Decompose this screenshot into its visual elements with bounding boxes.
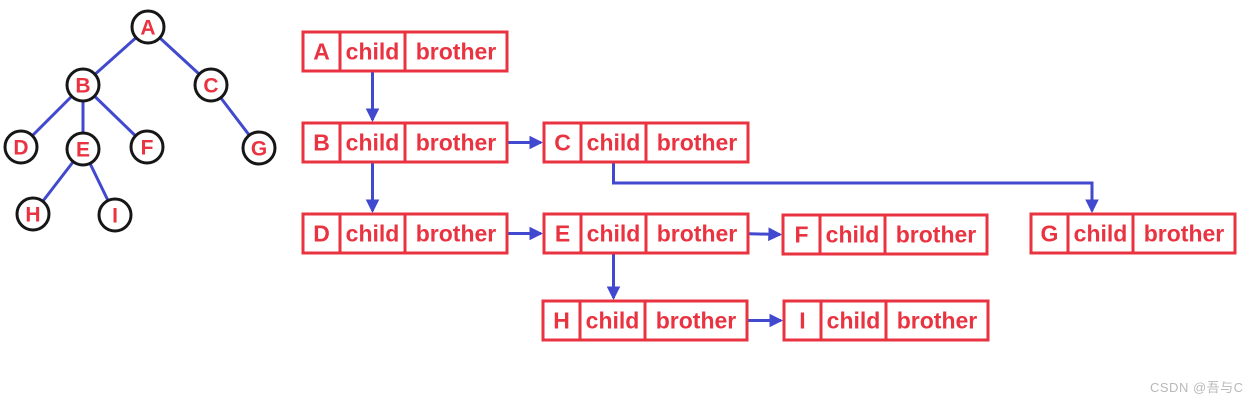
- tree-node-C: C: [193, 67, 229, 103]
- list-node-brother-cell-C: brother: [657, 130, 738, 156]
- tree-node-F: F: [129, 129, 165, 165]
- tree-node-A: A: [130, 9, 166, 45]
- pointer-links-layer: [365, 63, 1099, 328]
- list-node-letter-D: D: [313, 221, 330, 247]
- tree-node-label-B: B: [75, 75, 90, 98]
- list-node-child-cell-D: child: [346, 221, 400, 247]
- list-node-brother-cell-F: brother: [896, 222, 977, 248]
- list-node-brother-cell-D: brother: [416, 221, 497, 247]
- list-node-brother-cell-A: brother: [416, 39, 497, 65]
- list-node-letter-B: B: [313, 130, 330, 156]
- list-node-child-cell-I: child: [827, 308, 881, 334]
- tree-node-circle-E: [65, 131, 101, 167]
- tree-node-I: I: [97, 197, 133, 233]
- list-node-letter-G: G: [1041, 221, 1059, 247]
- list-node-child-cell-C: child: [587, 130, 641, 156]
- tree-node-circle-G: [241, 130, 277, 166]
- tree-node-label-F: F: [141, 137, 154, 160]
- list-node-letter-H: H: [553, 308, 570, 334]
- list-node-letter-C: C: [554, 130, 571, 156]
- tree-node-D: D: [3, 129, 39, 165]
- tree-node-circle-H: [15, 196, 51, 232]
- tree-node-label-C: C: [203, 75, 218, 98]
- list-node-brother-cell-B: brother: [416, 130, 497, 156]
- tree-node-circle-B: [65, 67, 101, 103]
- list-node-child-cell-B: child: [346, 130, 400, 156]
- tree-node-H: H: [15, 196, 51, 232]
- tree-edges-layer: [19, 25, 261, 217]
- tree-node-circle-C: [193, 67, 229, 103]
- tree-node-E: E: [65, 131, 101, 167]
- tree-node-circle-A: [130, 9, 166, 45]
- tree-node-G: G: [241, 130, 277, 166]
- tree-node-label-I: I: [112, 205, 118, 228]
- tree-node-circle-F: [129, 129, 165, 165]
- list-node-letter-A: A: [313, 39, 330, 65]
- tree-node-label-A: A: [140, 17, 155, 40]
- link-C-child-to-G: [612, 158, 1099, 214]
- list-node-brother-cell-I: brother: [897, 308, 978, 334]
- tree-node-label-D: D: [13, 137, 28, 160]
- list-node-child-cell-E: child: [587, 221, 641, 247]
- list-node-brother-cell-E: brother: [657, 221, 738, 247]
- list-node-letter-F: F: [794, 222, 808, 248]
- list-node-child-cell-A: child: [346, 39, 400, 65]
- tree-node-label-E: E: [76, 139, 90, 162]
- list-node-brother-cell-G: brother: [1144, 221, 1225, 247]
- list-node-child-cell-G: child: [1074, 221, 1128, 247]
- tree-node-circle-D: [3, 129, 39, 165]
- list-node-child-cell-H: child: [586, 308, 640, 334]
- tree-node-label-H: H: [25, 204, 40, 227]
- list-node-letter-I: I: [799, 308, 805, 334]
- tree-nodes-layer: A B C D E F G H I: [3, 9, 277, 233]
- list-node-letter-E: E: [555, 221, 570, 247]
- tree-node-label-G: G: [251, 138, 267, 161]
- tree-node-circle-I: [97, 197, 133, 233]
- watermark: CSDN @吾与C: [1150, 380, 1244, 395]
- list-node-child-cell-F: child: [826, 222, 880, 248]
- tree-node-B: B: [65, 67, 101, 103]
- list-node-brother-cell-H: brother: [656, 308, 737, 334]
